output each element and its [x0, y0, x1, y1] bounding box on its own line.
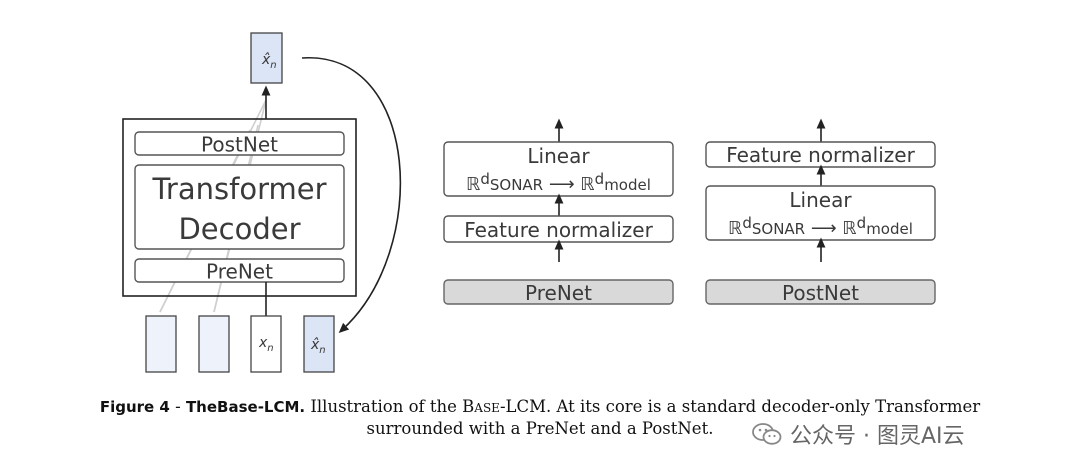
transformer-decoder-box [134, 164, 345, 250]
prenet-detail: Linear ℝdSONAR ⟶ ℝdmodel Feature normali… [443, 118, 674, 305]
wechat-watermark: 公众号 · 图灵AI云 [752, 418, 965, 450]
caption-model-name: Base-LCM [462, 397, 546, 416]
left-postnet-box [134, 131, 345, 156]
prenet-base-box [443, 279, 674, 305]
postnet-mapping-label: ℝdSONAR ⟶ ℝdmodel [728, 214, 913, 239]
input-token-4-label: x̂n [310, 337, 326, 356]
postnet-normalizer-label: Feature normalizer [726, 143, 915, 167]
postnet-detail: Feature normalizer Linear ℝdSONAR ⟶ ℝdmo… [705, 118, 936, 305]
left-postnet-label: PostNet [201, 133, 278, 157]
prenet-normalizer-label: Feature normalizer [464, 218, 653, 242]
caption-figure-label: Figure 4 [99, 398, 170, 416]
decoder-label: Decoder [178, 212, 300, 246]
input-token-2 [198, 315, 230, 373]
output-token-box [250, 32, 283, 84]
input-token-4 [303, 315, 335, 373]
caption-title: TheBase-LCM. [185, 398, 306, 416]
postnet-base-label: PostNet [782, 281, 859, 305]
caption-text-1: Illustration of the [305, 397, 463, 416]
left-diagram: PostNet Transformer Decoder PreNet x̂n x… [122, 32, 402, 373]
input-token-3 [250, 315, 282, 373]
postnet-base-box [705, 279, 936, 305]
prenet-base-label: PreNet [525, 281, 592, 305]
prenet-mapping-label: ℝdSONAR ⟶ ℝdmodel [466, 170, 651, 195]
caption-text-2: . At its core is a standard decoder-only… [546, 397, 981, 416]
wechat-icon [752, 423, 782, 445]
output-token-label: x̂n [261, 52, 277, 71]
left-prenet-box [134, 258, 345, 283]
left-prenet-label: PreNet [206, 260, 273, 284]
caption-dash: - [169, 397, 186, 416]
caption-line-2: surrounded with a PreNet and a PostNet. [366, 419, 714, 438]
lcm-architecture-diagram: PostNet Transformer Decoder PreNet x̂n x… [122, 32, 936, 373]
figure-caption: Figure 4 - TheBase-LCM. Illustration of … [0, 396, 1080, 440]
transformer-label: Transformer [151, 172, 326, 206]
input-token-1 [145, 315, 177, 373]
watermark-text: 公众号 · 图灵AI云 [790, 424, 965, 449]
postnet-linear-label: Linear [789, 188, 852, 212]
input-token-3-label: xn [258, 335, 274, 354]
transformer-frame [122, 118, 357, 297]
prenet-linear-label: Linear [527, 144, 590, 168]
autoregressive-feedback-arrow [301, 57, 402, 334]
